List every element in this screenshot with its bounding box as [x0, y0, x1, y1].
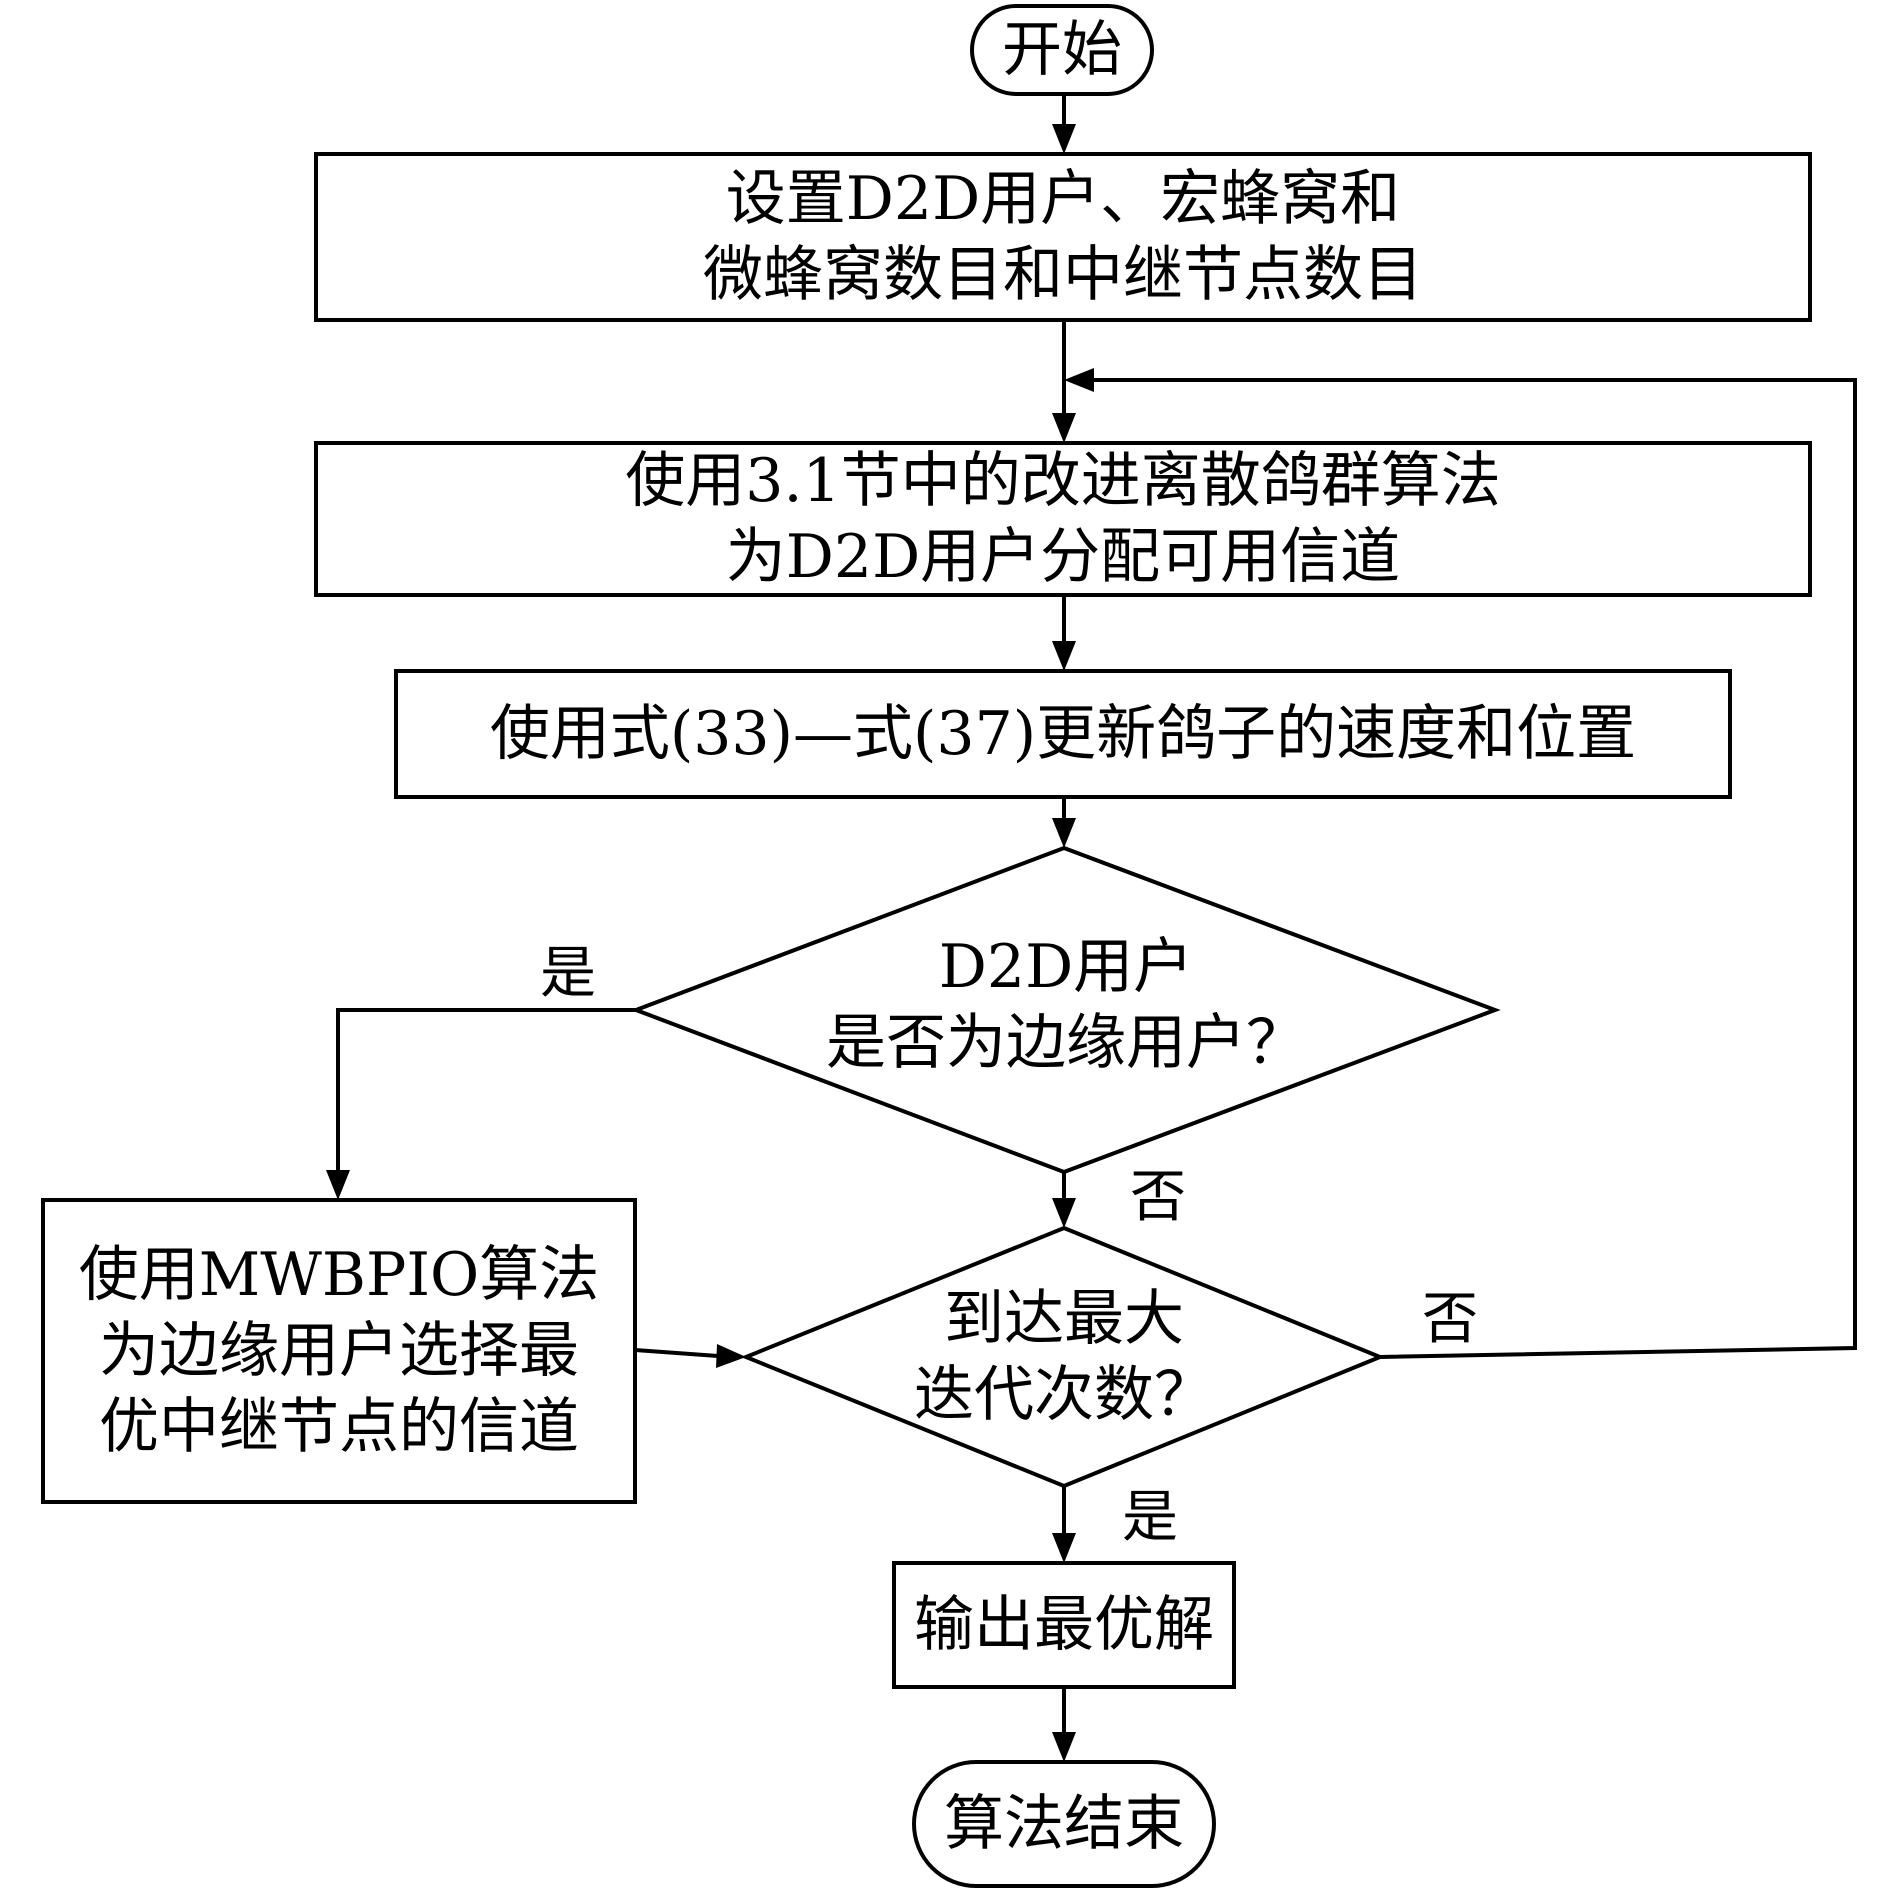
assign-label: 使用3.1节中的改进离散鸽群算法 为D2D用户分配可用信道	[316, 443, 1810, 595]
mwbpio-line-2: 为边缘用户选择最	[99, 1316, 579, 1386]
start-label: 开始	[972, 6, 1152, 94]
edge-decision-line-2: 是否为边缘用户？	[826, 1008, 1306, 1078]
edge-no-label: 否	[1130, 1165, 1186, 1230]
end-label: 算法结束	[914, 1762, 1214, 1886]
update-label: 使用式(33)—式(37)更新鸽子的速度和位置	[396, 671, 1730, 797]
iter-no-label: 否	[1422, 1287, 1478, 1352]
mwbpio-line-3: 优中继节点的信道	[99, 1392, 579, 1462]
assign-line-2: 为D2D用户分配可用信道	[725, 522, 1401, 592]
arrowhead-max-iter-to-output	[1052, 1533, 1076, 1563]
arrowhead-assign-to-update	[1052, 641, 1076, 671]
loop-back-line	[1094, 378, 1857, 1359]
arrowhead-update-to-decision	[1052, 818, 1076, 848]
output-label: 输出最优解	[894, 1563, 1234, 1687]
update-text: 使用式(33)—式(37)更新鸽子的速度和位置	[489, 699, 1637, 769]
init-label: 设置D2D用户、宏蜂窝和 微蜂窝数目和中继节点数目	[316, 154, 1810, 320]
start-text: 开始	[1002, 15, 1122, 85]
output-box	[892, 1561, 1236, 1689]
end-text: 算法结束	[944, 1789, 1184, 1859]
assign-box	[314, 441, 1812, 597]
mwbpio-line-1: 使用MWBPIO算法	[78, 1240, 600, 1310]
arrow-mwbpio-to-max-iter	[634, 1348, 719, 1358]
update-box	[394, 669, 1732, 799]
assign-line-1: 使用3.1节中的改进离散鸽群算法	[625, 446, 1501, 516]
mwbpio-label: 使用MWBPIO算法 为边缘用户选择最 优中继节点的信道	[43, 1200, 635, 1502]
iter-yes-label: 是	[1122, 1485, 1178, 1550]
arrowhead-yes-to-mwbpio	[326, 1170, 350, 1200]
output-text: 输出最优解	[914, 1590, 1214, 1660]
init-line-2: 微蜂窝数目和中继节点数目	[703, 240, 1423, 310]
arrowhead-mwbpio-to-max-iter	[716, 1344, 746, 1368]
max-iter-label: 到达最大 迭代次数？	[846, 1275, 1282, 1439]
max-iter-line-1: 到达最大	[944, 1284, 1184, 1354]
arrowhead-start-to-init	[1052, 124, 1076, 154]
arrow-yes-to-mwbpio	[336, 1008, 636, 1172]
max-iter-line-2: 迭代次数？	[914, 1360, 1214, 1430]
mwbpio-box	[41, 1198, 637, 1504]
edge-decision-label: D2D用户 是否为边缘用户？	[736, 920, 1396, 1090]
arrowhead-no-to-max-iter	[1052, 1198, 1076, 1228]
arrowhead-loop-back	[1064, 368, 1094, 392]
arrowhead-output-to-end	[1052, 1732, 1076, 1762]
init-line-1: 设置D2D用户、宏蜂窝和	[725, 164, 1401, 234]
edge-yes-label: 是	[540, 941, 596, 1006]
init-box	[314, 152, 1812, 322]
edge-decision-line-1: D2D用户	[938, 932, 1194, 1002]
arrowhead-init-to-assign	[1052, 413, 1076, 443]
